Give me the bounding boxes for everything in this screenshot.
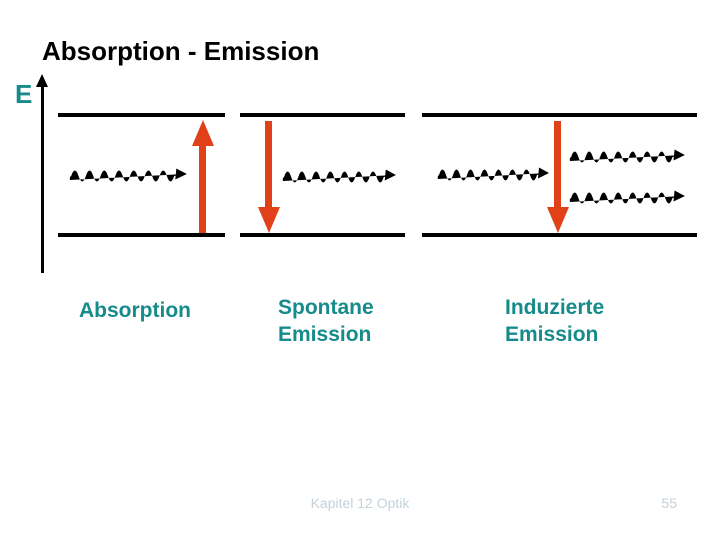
photon-in-wave-icon (437, 167, 549, 181)
energy-axis-label: E (15, 79, 33, 109)
transition-down-arrow-icon (547, 207, 569, 233)
energy-axis-arrowhead-icon (36, 74, 48, 87)
upper-energy-level-line (58, 113, 225, 117)
label-spontane-emission: Spontane Emission (278, 296, 374, 346)
photon-out-wave-top-icon (569, 149, 685, 163)
transition-up-arrow-icon (192, 120, 214, 146)
energy-axis-line (41, 86, 44, 273)
transition-down-arrow-shaft (265, 121, 272, 207)
transition-down-arrow-shaft (554, 121, 561, 207)
slide-title: Absorption - Emission (42, 36, 320, 66)
upper-energy-level-line (240, 113, 405, 117)
transition-down-arrow-icon (258, 207, 280, 233)
photon-out-wave-icon (282, 169, 396, 183)
upper-energy-level-line (422, 113, 697, 117)
panel-spontaneous-emission (240, 113, 405, 237)
photon-out-wave-bottom-icon (569, 190, 685, 204)
transition-up-arrow-shaft (199, 144, 206, 233)
footer-page-number: 55 (661, 495, 677, 511)
label-induzierte-emission: Induzierte Emission (505, 296, 605, 346)
label-absorption: Absorption (79, 299, 191, 322)
panel-induced-emission (422, 113, 697, 237)
photon-in-wave-icon (69, 168, 187, 182)
footer-chapter: Kapitel 12 Optik (310, 495, 410, 511)
lower-energy-level-line (58, 233, 225, 237)
lower-energy-level-line (240, 233, 405, 237)
lower-energy-level-line (422, 233, 697, 237)
panel-absorption (58, 113, 225, 237)
